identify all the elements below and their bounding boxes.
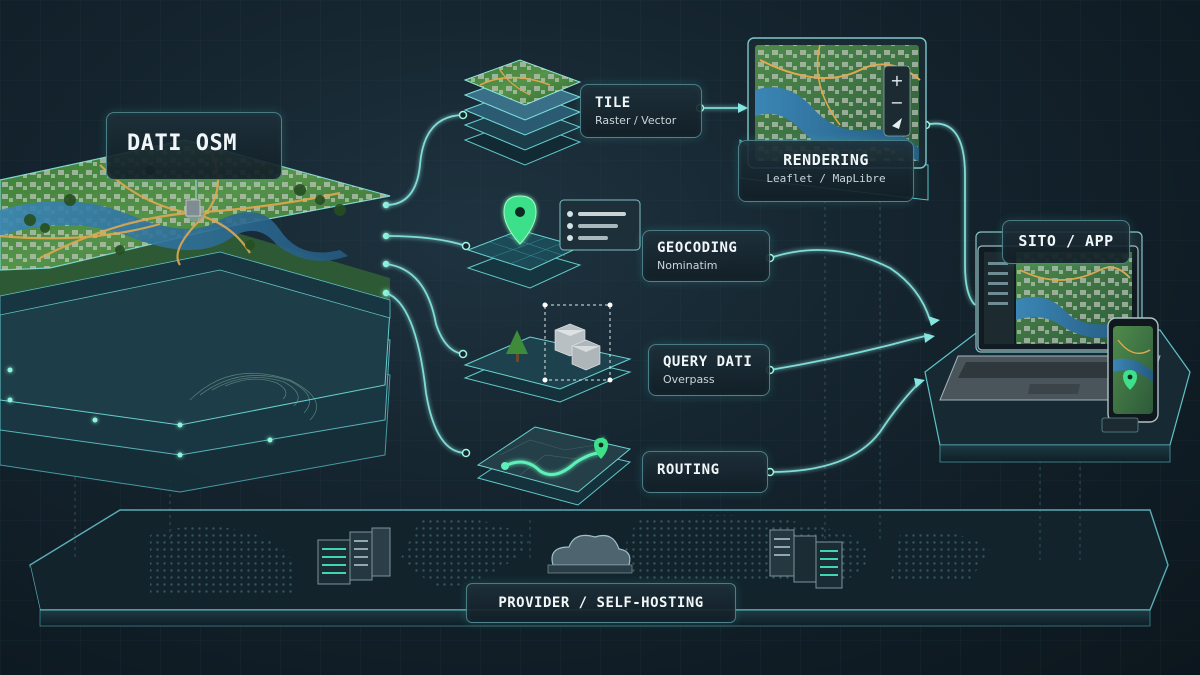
node-tile-title: TILE <box>595 95 631 111</box>
server-rack-icon <box>769 529 843 589</box>
edge-osm-geocoding <box>385 235 467 247</box>
zoom-out-icon: − <box>890 93 903 112</box>
node-tile-subtitle: Raster / Vector <box>595 114 677 127</box>
node-rendering-subtitle: Leaflet / MapLibre <box>766 172 886 185</box>
node-tile: TILE Raster / Vector <box>580 84 702 138</box>
edge-query-sito <box>769 334 931 371</box>
node-query: QUERY DATI Overpass <box>648 344 770 396</box>
routing-icon <box>476 426 632 506</box>
node-provider: PROVIDER / SELF-HOSTING <box>466 583 736 623</box>
node-geocoding-title: GEOCODING <box>657 240 738 256</box>
phone <box>1101 317 1159 433</box>
arrow-icon <box>924 333 935 343</box>
node-sito: SITO / APP <box>1002 220 1130 264</box>
node-routing: ROUTING <box>642 451 768 493</box>
edge-osm-tile <box>385 114 465 206</box>
map-zoom-controls: + − <box>883 65 911 137</box>
edge-osm-routing <box>385 292 467 454</box>
node-routing-title: ROUTING <box>657 462 720 478</box>
edge-rendering-sito <box>924 122 976 306</box>
arrow-icon <box>738 103 748 113</box>
node-osm: DATI OSM <box>106 112 282 180</box>
node-provider-title: PROVIDER / SELF-HOSTING <box>498 595 704 611</box>
connectors <box>385 107 976 473</box>
map-pin-icon <box>1123 370 1137 390</box>
arrow-heads <box>738 103 940 388</box>
node-osm-title: DATI OSM <box>127 131 237 156</box>
building-icon <box>554 323 601 371</box>
server-rack-icon <box>317 527 391 585</box>
osm-data-stack <box>0 139 391 493</box>
tile-stack-icon <box>463 59 582 166</box>
map-pin-icon <box>594 438 608 459</box>
node-query-title: QUERY DATI <box>663 354 753 370</box>
node-geocoding-subtitle: Nominatim <box>657 259 718 272</box>
drop-lines <box>74 200 1081 560</box>
terrain-contours <box>189 372 317 421</box>
node-rendering: RENDERING Leaflet / MapLibre <box>738 140 914 202</box>
river <box>0 201 348 261</box>
query-icon <box>463 302 632 403</box>
node-geocoding: GEOCODING Nominatim <box>642 230 770 282</box>
edge-osm-query <box>385 263 467 355</box>
edge-geocoding-sito <box>769 249 931 321</box>
edge-routing-sito <box>769 381 921 473</box>
zoom-in-icon: + <box>890 71 903 90</box>
node-query-subtitle: Overpass <box>663 373 715 386</box>
node-rendering-title: RENDERING <box>783 151 869 169</box>
arrow-icon <box>928 316 940 326</box>
provider-platform <box>29 509 1169 627</box>
geocoding-icon <box>466 195 641 289</box>
cloud-icon <box>547 534 633 574</box>
search-result-panel <box>559 199 641 251</box>
node-sito-title: SITO / APP <box>1018 232 1114 250</box>
tree-icon <box>506 330 528 362</box>
map-pin-icon <box>503 195 537 245</box>
arrow-icon <box>914 378 925 388</box>
locate-icon <box>892 118 902 129</box>
